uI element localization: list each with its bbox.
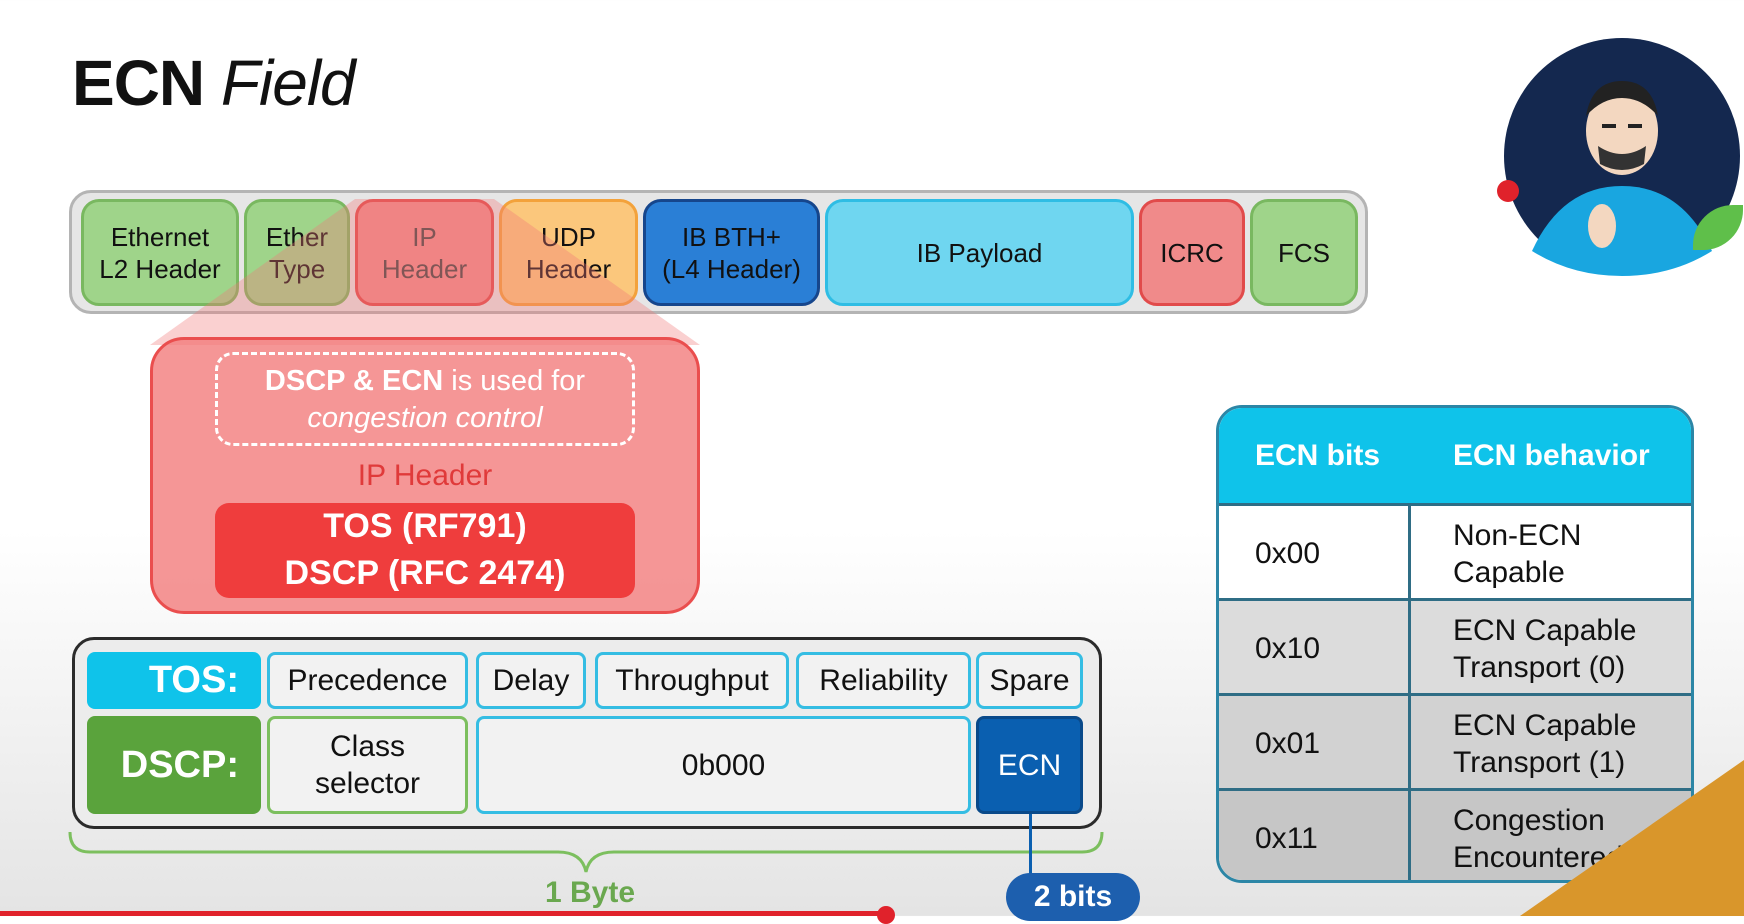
tos-field-reliability: Reliability [796, 652, 971, 709]
congestion-note: DSCP & ECN is used for congestion contro… [215, 352, 635, 446]
table-header: ECN bits ECN behavior [1219, 408, 1691, 503]
ecn-connector-line [1029, 814, 1032, 876]
tos-field-delay: Delay [476, 652, 586, 709]
table-column-divider [1408, 503, 1411, 880]
byte-brace [68, 832, 1104, 873]
decor-red-dot [1497, 180, 1519, 202]
packet-segment-ib-bth: IB BTH+(L4 Header) [643, 199, 820, 306]
tos-field-throughput: Throughput [595, 652, 789, 709]
cell-bits: 0x00 [1255, 537, 1321, 570]
dscp-label: DSCP: [87, 716, 261, 814]
cell-bits: 0x10 [1255, 632, 1321, 665]
tos-field-spare: Spare [976, 652, 1083, 709]
video-progress-knob[interactable] [877, 906, 895, 924]
dscp-field-class-selector: Class selector [267, 716, 468, 814]
tos-dscp-box: TOS (RF791) DSCP (RFC 2474) [215, 503, 635, 598]
bits-badge: 2 bits [1006, 873, 1140, 921]
packet-segment-ib-payload: IB Payload [825, 199, 1134, 306]
cell-bits: 0x11 [1255, 822, 1318, 855]
ecn-field: ECN [976, 716, 1083, 814]
dscp-field-value: 0b000 [476, 716, 971, 814]
ip-header-label: IP Header [357, 459, 493, 492]
header-ecn-behavior: ECN behavior [1453, 438, 1650, 472]
tos-label: TOS: [87, 652, 261, 709]
header-ecn-bits: ECN bits [1255, 438, 1381, 472]
presenter-avatar [1504, 38, 1740, 276]
packet-segment-icrc: ICRC [1139, 199, 1245, 306]
video-progress-bar[interactable] [0, 911, 886, 916]
tos-field-precedence: Precedence [267, 652, 468, 709]
slide-title: ECN Field [72, 47, 356, 119]
byte-label: 1 Byte [544, 876, 636, 909]
cell-bits: 0x01 [1255, 727, 1321, 760]
packet-segment-fcs: FCS [1250, 199, 1358, 306]
